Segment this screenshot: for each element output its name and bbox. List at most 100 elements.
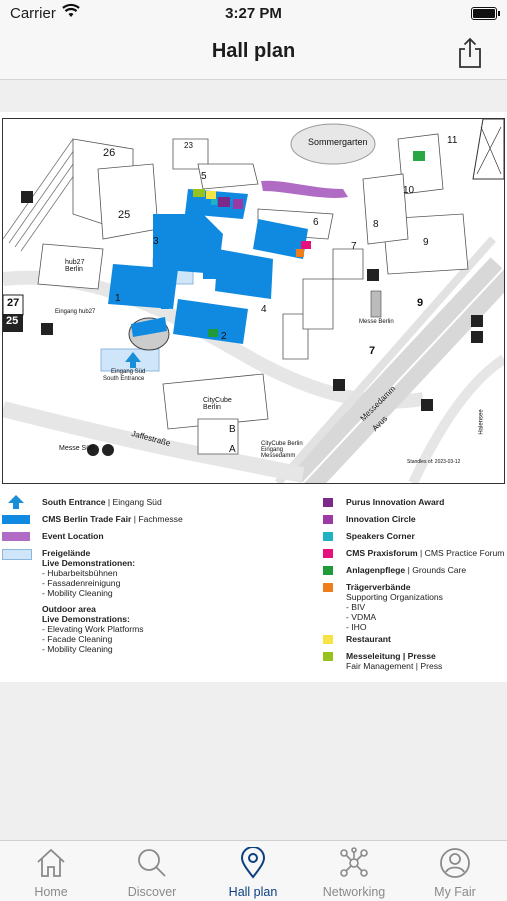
legend-swatch — [323, 635, 333, 644]
hall-plan-map[interactable]: Sommergarten 26 23 25 8 9 11 10 1 2 3 4 … — [2, 118, 505, 484]
tab-hall-plan[interactable]: Hall plan — [203, 841, 303, 901]
map-label-messedamm: Messedamm — [358, 384, 398, 423]
map-label-hall-2: 2 — [221, 331, 227, 342]
legend-title: Trägerverbände — [346, 582, 411, 592]
tab-label: Hall plan — [228, 885, 278, 899]
legend-subtitle: | Eingang Süd — [105, 497, 162, 507]
legend-title: Restaurant — [346, 634, 391, 644]
map-label-hall-25: 25 — [118, 209, 131, 221]
legend-detail: Fair Management | Press — [346, 661, 443, 671]
tab-label: Networking — [322, 885, 386, 899]
map-label-citycube-entrance: CityCube Berlin Eingang Messedamm — [261, 441, 303, 459]
legend-item: CMS Berlin Trade Fair | Fachmesse — [0, 514, 300, 529]
tab-networking[interactable]: Networking — [304, 841, 404, 901]
map-label-sommergarten: Sommergarten — [308, 137, 368, 147]
map-label-messe-sued: Messe Süd — [59, 445, 95, 452]
map-label-messe-berlin: Messe Berlin — [359, 319, 394, 325]
map-label-hall-5: 5 — [201, 171, 207, 182]
map-label-citycube: CityCube Berlin — [203, 397, 232, 411]
tab-discover[interactable]: Discover — [102, 841, 202, 901]
legend-swatch — [323, 583, 333, 592]
legend-swatch — [323, 652, 333, 661]
map-label-jaffestrasse: Jaffestraße — [130, 428, 172, 449]
legend-swatch — [2, 532, 30, 541]
tab-bar: Home Discover Hall plan Networking My Fa… — [0, 840, 507, 901]
map-label-hub27: hub27 Berlin — [65, 259, 85, 273]
legend-title: Speakers Corner — [346, 531, 415, 541]
legend-detail: - IHO — [346, 622, 367, 632]
legend-subtitle: | CMS Practice Forum — [417, 548, 505, 558]
legend-detail: - Mobility Cleaning — [42, 588, 113, 598]
legend-title: Event Location — [42, 531, 104, 541]
legend-item: Restaurant — [323, 634, 507, 649]
legend-title: Freigelände — [42, 548, 91, 558]
clock: 3:27 PM — [225, 5, 282, 22]
legend-title: CMS Berlin Trade Fair — [42, 514, 132, 524]
legend-swatch — [323, 498, 333, 507]
carrier-label: Carrier — [10, 5, 56, 22]
map-label-hall-10: 10 — [403, 185, 415, 196]
map-label-hall-11: 11 — [447, 135, 458, 146]
legend-detail: - Facade Cleaning — [42, 634, 113, 644]
location-pin-icon — [240, 847, 266, 879]
map-label-hall-a: A — [229, 444, 236, 455]
map-label-hall-1: 1 — [115, 293, 121, 304]
legend-item: South Entrance | Eingang Süd — [0, 495, 300, 512]
legend-item: CMS Praxisforum | CMS Practice Forum — [323, 548, 507, 563]
legend-detail: - BIV — [346, 602, 366, 612]
map-label-avus: Avus — [370, 414, 390, 433]
person-icon — [440, 848, 470, 878]
legend-swatch — [323, 549, 333, 558]
legend-item: Anlagenpflege | Grounds Care — [323, 565, 507, 580]
map-label-eingang-sued: Eingang Süd — [111, 369, 146, 375]
legend-detail: - Elevating Work Platforms — [42, 624, 144, 634]
legend-detail: - Hubarbeitsbühnen — [42, 568, 118, 578]
legend-detail: - VDMA — [346, 612, 377, 622]
network-icon — [340, 847, 368, 877]
legend-swatch — [323, 566, 333, 575]
legend-detail: - Mobility Cleaning — [42, 644, 113, 654]
legend-item: Event Location — [0, 531, 300, 546]
map-label-hall-b: B — [229, 424, 236, 435]
legend-title: Messeleitung | Presse — [346, 651, 436, 661]
legend-swatch — [2, 515, 30, 524]
map-label-entrance-27: 27 — [7, 297, 20, 309]
home-icon — [37, 848, 65, 877]
status-bar: Carrier 3:27 PM — [0, 0, 507, 28]
battery-icon — [471, 7, 500, 20]
map-label-hall-6: 6 — [313, 217, 319, 228]
legend-title: Purus Innovation Award — [346, 497, 445, 507]
legend-swatch — [323, 532, 333, 541]
map-label-halensee: Halensee — [478, 409, 485, 435]
wifi-icon — [62, 3, 80, 17]
tab-home[interactable]: Home — [1, 841, 101, 901]
legend-title: Anlagenpflege — [346, 565, 406, 575]
tab-label: Home — [34, 885, 68, 899]
tab-my-fair[interactable]: My Fair — [405, 841, 505, 901]
navigation-bar: Hall plan — [0, 28, 507, 80]
legend-swatch — [2, 549, 32, 560]
map-label-eingang-hub27: Eingang hub27 — [55, 309, 96, 315]
legend-detail: Live Demonstrationen: — [42, 558, 136, 568]
legend-item: Purus Innovation Award — [323, 497, 507, 512]
legend-detail: Live Demonstrations: — [42, 614, 130, 624]
legend-item: Speakers Corner — [323, 531, 507, 546]
map-label-hall-9: 9 — [423, 237, 429, 248]
map-label-hall-23: 23 — [184, 141, 193, 150]
share-icon[interactable] — [455, 36, 485, 70]
legend-subtitle: | Fachmesse — [131, 514, 183, 524]
page-title: Hall plan — [211, 40, 296, 62]
arrow-icon — [8, 495, 24, 509]
legend-swatch — [323, 515, 333, 524]
legend-subtitle: | Grounds Care — [405, 565, 467, 575]
legend-item: Innovation Circle — [323, 514, 507, 529]
map-label-entrance-9: 9 — [417, 297, 424, 309]
map-label-hall-3: 3 — [153, 236, 159, 247]
hall-plan-content: Sommergarten 26 23 25 8 9 11 10 1 2 3 4 … — [0, 80, 507, 840]
map-label-entrance-7: 7 — [369, 345, 376, 357]
